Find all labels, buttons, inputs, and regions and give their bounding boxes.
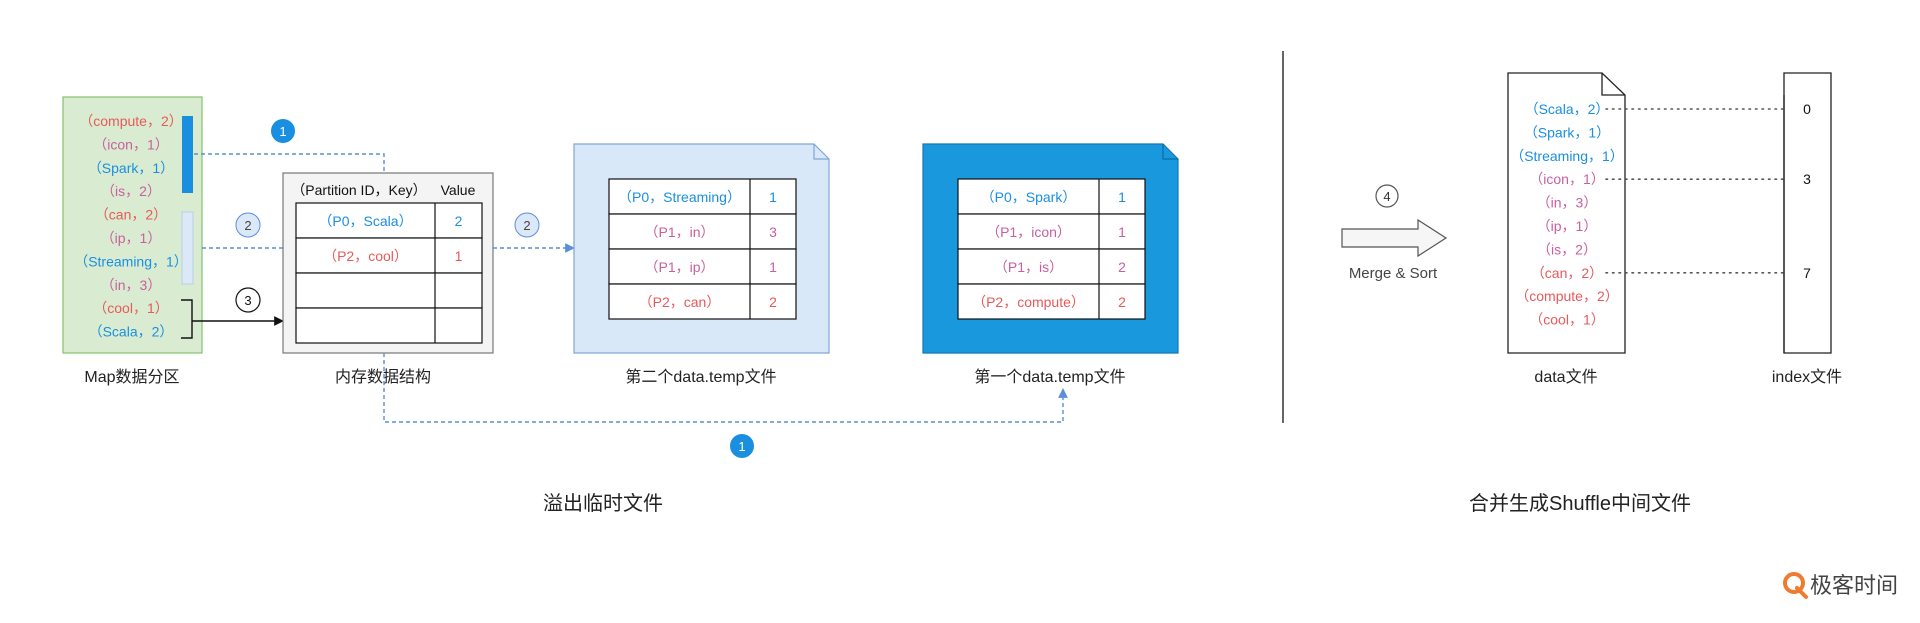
step1-circle-top: 1: [271, 119, 295, 143]
first-temp-row-value: 2: [1118, 294, 1126, 310]
index-entry: 7: [1803, 265, 1811, 281]
partition-bar-p1: [181, 211, 194, 285]
second-temp-row-value: 3: [769, 224, 777, 240]
memory-structure-caption: 内存数据结构: [335, 368, 431, 386]
first-temp-caption: 第一个data.temp文件: [974, 368, 1125, 386]
second-temp-row: [608, 283, 797, 320]
data-file-item: （cool，1）: [1529, 312, 1604, 328]
map-item: （cool，1）: [93, 300, 168, 316]
second-temp-row-key: （P2，can）: [639, 294, 721, 310]
first-temp-row-value: 2: [1118, 259, 1126, 275]
first-temp-row-key: （P1，icon）: [986, 224, 1071, 240]
index-file-shape: [1783, 72, 1832, 354]
memory-row-value: 2: [455, 213, 463, 229]
map-item: （Streaming，1）: [74, 253, 188, 269]
data-file-item: （Scala，2）: [1525, 101, 1610, 117]
data-file-item: （can，2）: [1531, 265, 1603, 281]
map-item: （compute，2）: [79, 113, 182, 129]
first-temp-row-key: （P2，compute）: [972, 294, 1085, 310]
step4-circle: 4: [1375, 184, 1399, 208]
second-temp-row-value: 1: [769, 259, 777, 275]
first-temp-row-value: 1: [1118, 189, 1126, 205]
step1-dashed-bottom: [383, 353, 1068, 423]
second-temp-row-key: （P0，Streaming）: [618, 189, 741, 205]
first-temp-row: [957, 283, 1146, 320]
step2-circle-left: 2: [235, 212, 261, 238]
section-title-spill: 溢出临时文件: [543, 492, 663, 515]
memory-structure: （Partition ID，Key） Value （P0，Scala） 2 （P2，…: [282, 172, 494, 386]
memory-row-value: 1: [455, 248, 463, 264]
second-temp-row-value: 2: [769, 294, 777, 310]
map-item: （icon，1）: [93, 136, 168, 152]
map-partition-box: [62, 96, 203, 354]
first-temp-row-key: （P0，Spark）: [981, 189, 1077, 205]
data-file-item: （Spark，1）: [1524, 124, 1610, 140]
merge-sort-label: Merge & Sort: [1349, 265, 1438, 282]
first-temp-row-value: 1: [1118, 224, 1126, 240]
map-item: （is，2）: [101, 183, 161, 199]
step1-circle-bottom: 1: [730, 434, 754, 458]
map-item: （can，2）: [95, 207, 167, 223]
step2-circle-right: 2: [514, 212, 540, 238]
svg-text:1: 1: [738, 439, 745, 454]
first-temp-row-key: （P1，is）: [994, 259, 1063, 275]
merge-arrow: [1341, 218, 1448, 258]
step3-circle: 3: [235, 287, 261, 313]
memory-row: [295, 272, 483, 309]
svg-text:2: 2: [523, 218, 530, 233]
data-file-item: （icon，1）: [1529, 171, 1604, 187]
map-partition-caption: Map数据分区: [84, 368, 179, 386]
memory-row-key: （P0，Scala）: [318, 213, 412, 229]
index-entry: 0: [1803, 101, 1811, 117]
second-temp-row: [608, 213, 797, 250]
step1-dashed-top: [194, 153, 385, 173]
memory-row: [295, 307, 483, 344]
second-temp-row: [608, 178, 797, 215]
partition-bar-p0: [182, 116, 193, 193]
second-temp-file: （P0，Streaming） 1 （P1，in） 3 （P1，ip） 1 （P2，can） 2…: [573, 143, 830, 386]
memory-header-key: （Partition ID，Key）: [291, 182, 426, 198]
memory-header-value: Value: [441, 182, 476, 198]
memory-row-key: （P2，cool）: [323, 248, 408, 264]
second-temp-row-key: （P1，ip）: [644, 259, 714, 275]
memory-row: [295, 202, 483, 239]
partition-bracket-p2: [181, 299, 193, 339]
data-file-item: （Streaming，1）: [1510, 148, 1624, 164]
map-item: （in，3）: [101, 277, 162, 293]
svg-text:3: 3: [244, 293, 251, 308]
index-file-caption: index文件: [1772, 368, 1842, 386]
first-temp-row: [957, 178, 1146, 215]
first-temp-row: [957, 248, 1146, 285]
svg-text:1: 1: [279, 124, 286, 139]
data-file-caption: data文件: [1534, 368, 1597, 386]
svg-text:2: 2: [244, 218, 251, 233]
section-title-merge: 合并生成Shuffle中间文件: [1469, 492, 1691, 515]
memory-row: [295, 237, 483, 274]
data-file-item: （is，2）: [1537, 241, 1597, 257]
data-file-item: （ip，1）: [1537, 218, 1598, 234]
brand-icon: [1783, 572, 1808, 599]
map-item: （Spark，1）: [88, 160, 174, 176]
second-temp-row-key: （P1，in）: [644, 224, 714, 240]
index-file: 0 3 7 index文件: [1605, 72, 1842, 386]
map-item: （ip，1）: [101, 230, 162, 246]
data-file-item: （compute，2）: [1515, 288, 1618, 304]
map-item: （Scala，2）: [89, 324, 174, 340]
map-partition: （compute，2） （icon，1） （Spark，1） （is，2） （can，2…: [62, 96, 203, 386]
brand-logo: 极客时间: [1783, 572, 1898, 599]
first-temp-file: （P0，Spark） 1 （P1，icon） 1 （P1，is） 2 （P2，compute…: [922, 143, 1179, 386]
brand-name: 极客时间: [1810, 573, 1898, 598]
first-temp-row: [957, 213, 1146, 250]
data-file: （Scala，2） （Spark，1） （Streaming，1） （icon，1） （…: [1507, 72, 1626, 386]
second-temp-row: [608, 248, 797, 285]
svg-text:4: 4: [1383, 189, 1390, 204]
second-temp-row-value: 1: [769, 189, 777, 205]
data-file-shape: [1507, 72, 1626, 354]
data-file-item: （in，3）: [1537, 195, 1598, 211]
second-temp-caption: 第二个data.temp文件: [625, 368, 776, 386]
index-entry: 3: [1803, 171, 1811, 187]
